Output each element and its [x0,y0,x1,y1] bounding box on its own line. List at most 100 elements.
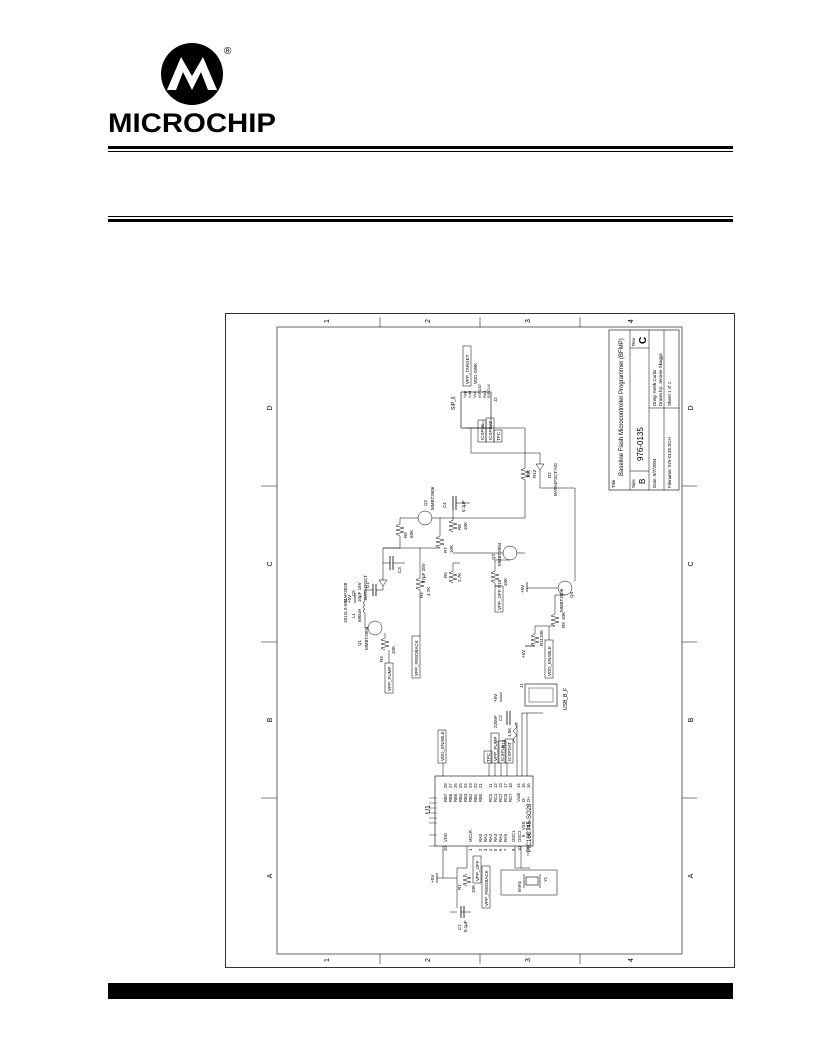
net-icsplk-u1: ICSPLK [500,745,505,761]
border-letter-d-top: D [267,405,274,410]
u1-pin-13: 13 [498,783,503,788]
r7-resistor: R7 10K [435,535,454,553]
q2-ref: Q2 [423,499,428,506]
u1-pin-rb0: RB0 [478,793,483,802]
supply-5v-r11-label: +5V [521,650,526,658]
r9-resistor: R9 10K [550,612,566,628]
u1-pin-17: 17 [503,783,508,788]
drawn-by: Drawn by: Jerome Skaggs [658,352,663,406]
l1-ref: L1 [351,612,356,618]
u1-pin-ra5: RA5 [503,833,508,842]
title-block: Title Baseline Flash Microcontroller Pro… [608,329,680,491]
l1-inductor: 1812LS-684 L1 680uH [343,598,366,623]
supply-5v-q1-label: +5V [347,595,352,603]
date-value: Date: 8/7/2004 [652,458,657,488]
q4-part: MMBT3906 [559,588,564,612]
d2-ref: D2 [547,472,552,478]
company-name: MICROCHIP [108,108,276,138]
u1-pin-14: 14 [516,783,521,788]
drawing-title: Baseline Flash Microcontroller Programme… [619,338,625,476]
r7-ref: R7 [443,547,448,553]
j2-pin-vss: Vss [472,391,477,398]
u1-pin-12: 12 [493,783,498,788]
u1-pin-25: 25 [458,783,463,788]
schematic-sheet: 1 2 3 4 1 2 3 4 A B C D A B C D Title [225,313,735,968]
r11-value: 10K [539,630,544,638]
l1-part: 1812LS-684 [343,598,348,623]
net-icspdat-u1: ICSPDAT [507,742,512,761]
u1-pin-rc6: RC6 [503,793,508,802]
u1-pin-rb3: RB3 [463,793,468,802]
filename: Filename: 976-0135.SCH [667,437,672,488]
logo-emblem-icon [161,43,223,105]
u1-pin-rc7: RC7 [508,793,513,802]
u1-pin-osc2: OSC2 [517,830,522,842]
u1-pin-rb4: RB4 [458,793,463,802]
border-number-4-right: 4 [628,319,635,323]
logo-m-mark [167,57,217,90]
drawing-by: Drwg: Keith Curtis [652,369,657,406]
u1-pin-20: 20 [443,846,448,851]
supply-5v-u1-label: +5V [430,875,435,883]
u1-pin-10: 10 [517,846,522,851]
c4-ref: C4 [442,502,447,508]
d1-ref: D1 [365,582,370,588]
c5-part: CAP3528 [343,582,348,602]
net-vpp-off-u1: VPP_OFF [475,860,480,881]
c5-ref: C5 [351,590,356,596]
r13-resistor: R13 1.5K [501,722,518,748]
r4-ref: R4 [419,592,424,598]
r13-value: 1.5K [507,728,512,737]
net-vpp-target: VPP_TARGET [465,354,470,384]
r12-resistor: R12 10K [520,467,537,481]
footer-bar [108,983,733,999]
border-number-2-left: 2 [425,958,432,962]
u1-pin-5: 5 [493,848,498,851]
r4-value: 4.7K [426,587,431,596]
q3-ref: Q3 [491,553,496,560]
u1-pin-4: 4 [488,848,493,851]
u1-wiring [442,712,543,913]
r11-ref: R11 [539,638,544,646]
r3-resistor: R3 10K [379,637,396,662]
r11-resistor: R11 10K [530,630,544,647]
u1-pin-rb7: RB7 [443,793,448,802]
u1-pin-rc0: RC0 [488,793,493,802]
j1-usb-connector: J1 USB_B_F [519,683,569,710]
c1-ref: C1 [457,924,462,930]
u1-pin-vss-19: VSS [526,821,531,830]
border-letter-b-top: B [267,717,274,722]
c1-value: 0.1µF [463,920,468,932]
u1-pin-rb6: RB6 [448,793,453,802]
u1-microcontroller: U1 PIC16C745-SO28 VDD 20 MCLR 1 RA0 2 RA… [425,775,534,852]
u1-pin-7: 7 [503,848,508,851]
u1-pin-21: 21 [478,783,483,788]
supply-5v-u1: +5V [430,873,443,883]
net-vdd-enable-u1: VDD_ENABLE [440,731,445,761]
u1-pin-23: 23 [468,783,473,788]
u1-pin-22: 22 [473,783,478,788]
size-label: Size [631,479,636,488]
r5-ref: R5 [443,572,448,578]
u1-part: PIC16C745-SO28 [527,803,533,852]
r1-resistor: R1 10K [457,873,476,893]
supply-5v-q4-label: +5V [520,585,525,593]
c2-value: 220nF [493,715,498,728]
r8-ref: R8 [457,524,462,530]
registered-mark: ® [224,46,232,57]
r5-resistor: R5 2.7K [443,570,462,584]
c2-ref: C2 [498,715,503,721]
r9-value: 10K [561,612,566,620]
c4-value: 0.1µF [461,500,466,512]
net-vpp-feedback-u1: VPP_FEEDBACK [484,870,489,906]
u1-pin-16: 16 [526,783,531,788]
r5b-ref: R5 [403,532,408,538]
j2-pin-vpp: Vpp [462,390,467,398]
border-letter-b-bottom: B [688,717,695,722]
u1-pin-rb1: RB1 [473,793,478,802]
u1-pin-vdd: VDD [443,833,448,842]
u1-pin-8: 8 [521,834,526,837]
border-letter-d-bottom: D [688,405,695,410]
q1-part: MMBT3904 [364,626,369,650]
border-letter-a-top: A [267,873,274,878]
